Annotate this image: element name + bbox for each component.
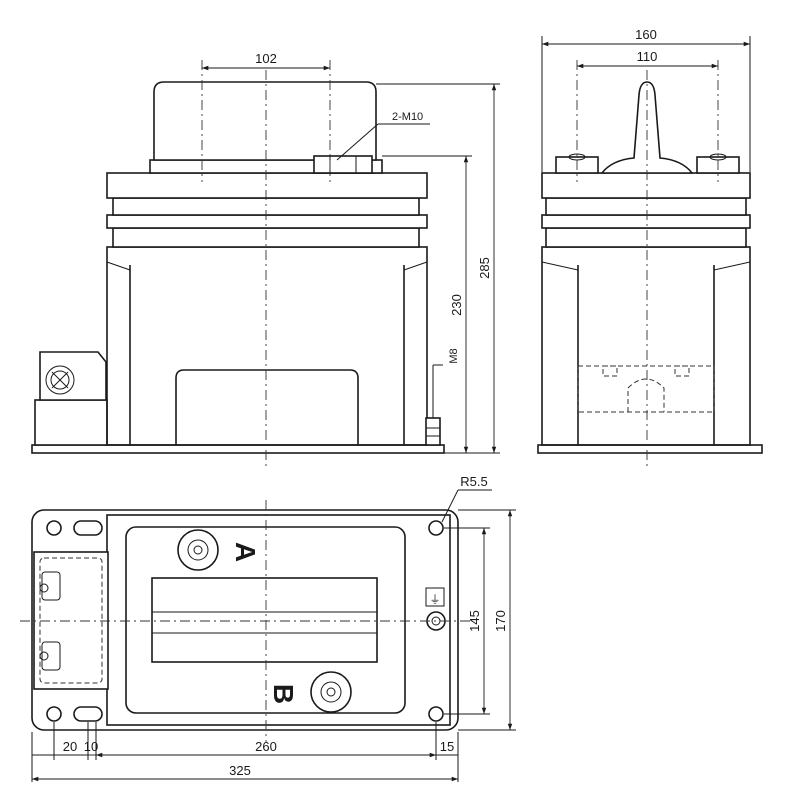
front-main-body — [106, 246, 428, 446]
front-cap — [153, 81, 377, 161]
top-busbar — [151, 577, 378, 663]
terminal-a-inner — [187, 539, 209, 561]
mount-hole-tl — [46, 520, 62, 536]
dim-260: 260 — [255, 739, 277, 754]
callout-m8: M8 — [448, 348, 460, 363]
mount-slot-top — [73, 520, 103, 536]
front-recess — [175, 369, 359, 445]
mount-slot-bottom — [73, 706, 103, 722]
dim-15: 15 — [440, 739, 454, 754]
dim-160: 160 — [635, 27, 657, 42]
terminal-b-outer — [310, 671, 352, 713]
callout-r5-5: R5.5 — [460, 474, 487, 489]
front-ground-bolt — [425, 417, 441, 446]
dim-145: 145 — [467, 610, 482, 632]
dim-102: 102 — [255, 51, 277, 66]
side-flange-mid — [541, 214, 751, 229]
dim-170: 170 — [493, 610, 508, 632]
dim-285: 285 — [477, 257, 492, 279]
top-terminal-box — [33, 551, 109, 690]
front-terminal-bolt-inner — [50, 370, 70, 390]
terminal-label-a: A — [230, 542, 261, 562]
dim-230: 230 — [449, 294, 464, 316]
front-base-plate — [31, 444, 445, 454]
front-primary-terminal — [313, 155, 373, 174]
side-hidden-window — [577, 365, 715, 413]
top-ground-pad — [425, 587, 445, 607]
mount-hole-bl — [46, 706, 62, 722]
front-view: 102 2-M10 230 285 M8 — [31, 51, 500, 470]
mount-hole-br — [428, 706, 444, 722]
front-flange-mid — [106, 214, 428, 229]
mount-hole-tr — [428, 520, 444, 536]
side-central-fin — [600, 81, 694, 174]
side-view: 160 110 — [537, 27, 763, 470]
dim-110: 110 — [637, 49, 658, 64]
side-flange-lower — [545, 227, 747, 248]
ground-symbol: ⏚ — [430, 593, 441, 606]
dim-10: 10 — [84, 739, 98, 754]
dim-20: 20 — [63, 739, 77, 754]
front-terminal-bolt-outer — [45, 365, 75, 395]
front-bracket — [34, 399, 108, 446]
front-flange-top — [106, 172, 428, 199]
top-view: A B ⏚ R5.5 145 — [20, 474, 516, 782]
side-base-plate — [537, 444, 763, 454]
top-base-plate — [31, 509, 459, 731]
side-flange-top — [541, 172, 751, 199]
side-flange-gap — [545, 197, 747, 216]
terminal-b-inner — [320, 681, 342, 703]
terminal-a-outer — [177, 529, 219, 571]
terminal-label-b: B — [268, 684, 299, 704]
top-cap-outline — [125, 526, 406, 714]
callout-2-m10: 2-M10 — [392, 111, 423, 123]
dim-325: 325 — [229, 763, 251, 778]
side-main-body — [541, 246, 751, 446]
